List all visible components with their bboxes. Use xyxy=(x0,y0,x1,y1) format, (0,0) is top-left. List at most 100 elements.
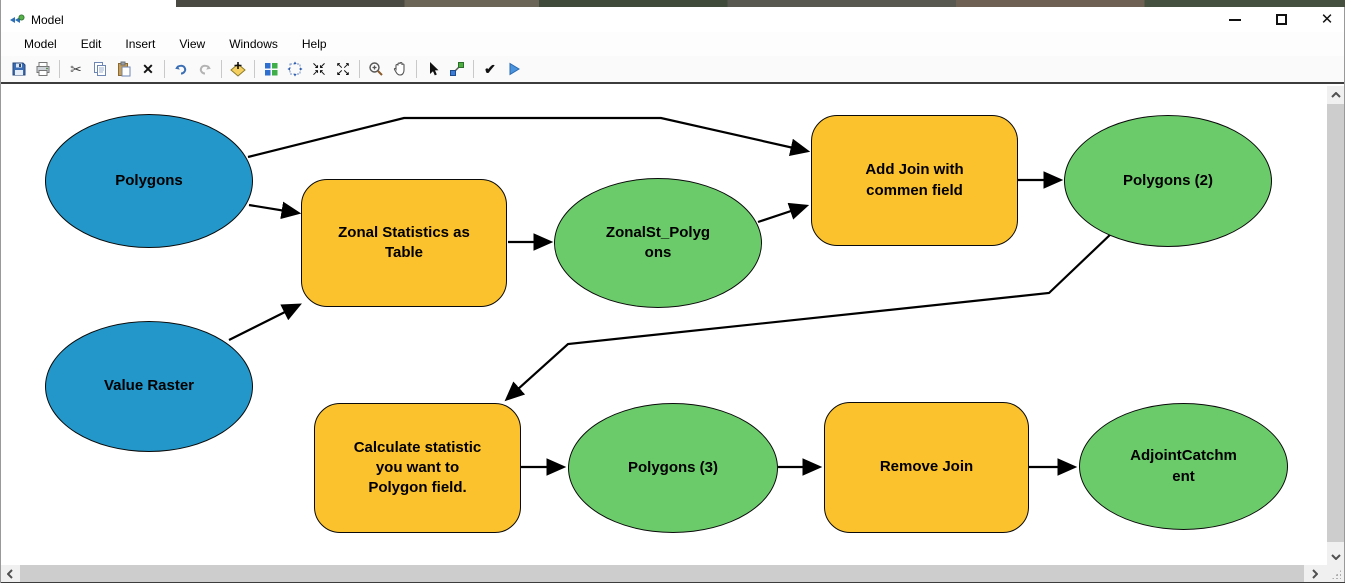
menu-windows[interactable]: Windows xyxy=(229,37,278,51)
node-label: Polygons (3) xyxy=(627,458,718,476)
close-button[interactable]: ✕ xyxy=(1318,11,1336,29)
close-icon: ✕ xyxy=(1320,11,1334,28)
scroll-left-button[interactable] xyxy=(1,565,18,582)
edge-zonalst-polygons-to-add-join[interactable] xyxy=(757,202,810,224)
node-label: ZonalSt_Polyg ons xyxy=(605,223,711,261)
node-label: Remove Join xyxy=(879,458,974,476)
maximize-button[interactable] xyxy=(1272,11,1290,29)
undo-icon xyxy=(175,64,187,75)
node-label: Calculate statistic you want to Polygon … xyxy=(353,438,482,497)
node-polygons[interactable]: Polygons xyxy=(45,114,253,248)
edge-polygons-2-to-calculate[interactable] xyxy=(504,231,1114,402)
scroll-right-button[interactable] xyxy=(1306,565,1323,582)
chevron-down-icon xyxy=(1330,553,1341,560)
horizontal-scrollbar[interactable] xyxy=(1,565,1323,582)
zoom-in-icon xyxy=(369,62,383,76)
toolbar-separator xyxy=(416,60,417,78)
full-extent-icon xyxy=(287,61,303,77)
add-data-icon xyxy=(230,62,246,77)
vertical-scrollbar-thumb[interactable] xyxy=(1327,104,1344,542)
node-adjoint-catchment[interactable]: AdjointCatchm ent xyxy=(1079,403,1288,530)
menu-model[interactable]: Model xyxy=(24,37,57,51)
horizontal-scrollbar-thumb[interactable] xyxy=(20,565,1304,582)
full-extent-button[interactable] xyxy=(283,57,307,81)
node-add-join[interactable]: Add Join with commen field xyxy=(811,115,1018,246)
run-button[interactable] xyxy=(502,57,526,81)
auto-layout-button[interactable] xyxy=(259,57,283,81)
paste-icon xyxy=(118,61,131,77)
paste-button[interactable] xyxy=(112,57,136,81)
modelbuilder-app-icon xyxy=(10,14,25,23)
redo-button[interactable] xyxy=(193,57,217,81)
minimize-icon xyxy=(1229,18,1241,21)
menu-help[interactable]: Help xyxy=(301,37,327,51)
node-label: Add Join with commen field xyxy=(865,161,964,199)
node-zonal-stats[interactable]: Zonal Statistics as Table xyxy=(301,179,507,307)
connect-icon xyxy=(450,62,464,76)
toolbar-separator xyxy=(221,60,222,78)
delete-icon: ✕ xyxy=(142,61,154,77)
redo-icon xyxy=(199,64,211,75)
menu-edit[interactable]: Edit xyxy=(80,37,102,51)
toolbar-separator xyxy=(254,60,255,78)
connect-button[interactable] xyxy=(445,57,469,81)
delete-button[interactable]: ✕ xyxy=(136,57,160,81)
add-data-button[interactable] xyxy=(226,57,250,81)
node-label: AdjointCatchm ent xyxy=(1130,447,1237,485)
edges-layer xyxy=(228,116,1114,476)
node-remove-join[interactable]: Remove Join xyxy=(824,402,1029,533)
pan-icon xyxy=(393,62,405,76)
node-zonalst-polygons[interactable]: ZonalSt_Polyg ons xyxy=(554,178,762,308)
chevron-up-icon xyxy=(1330,91,1341,98)
node-calculate[interactable]: Calculate statistic you want to Polygon … xyxy=(314,403,521,533)
print-button[interactable] xyxy=(31,57,55,81)
print-icon xyxy=(36,62,50,76)
auto-layout-icon xyxy=(265,63,278,76)
edge-value-raster-to-zonal-stats[interactable] xyxy=(228,303,302,341)
toolbar-separator xyxy=(473,60,474,78)
pan-button[interactable] xyxy=(388,57,412,81)
window-title: Model xyxy=(31,12,64,27)
undo-button[interactable] xyxy=(169,57,193,81)
toolbar-separator xyxy=(359,60,360,78)
save-button[interactable] xyxy=(7,57,31,81)
cut-button[interactable]: ✂ xyxy=(64,57,88,81)
node-polygons-2[interactable]: Polygons (2) xyxy=(1064,115,1272,247)
resize-grip-icon[interactable] xyxy=(1332,570,1341,579)
scroll-down-button[interactable] xyxy=(1327,548,1344,565)
desktop-background-sliver xyxy=(1,0,1345,7)
edge-polygons-to-zonal-stats[interactable] xyxy=(248,201,302,220)
toolbar: ✂ ✕ xyxy=(1,56,1344,84)
validate-icon: ✔ xyxy=(484,61,496,77)
vertical-scrollbar[interactable] xyxy=(1327,86,1344,565)
validate-button[interactable]: ✔ xyxy=(478,57,502,81)
minimize-button[interactable] xyxy=(1226,11,1244,29)
chevron-left-icon xyxy=(6,568,13,579)
node-value-raster[interactable]: Value Raster xyxy=(45,321,253,452)
menu-insert[interactable]: Insert xyxy=(125,37,156,51)
select-icon xyxy=(430,62,439,76)
fixed-zoom-out-button[interactable]: ↖↗↙↘ xyxy=(331,57,355,81)
copy-button[interactable] xyxy=(88,57,112,81)
node-label: Polygons (2) xyxy=(1122,171,1213,189)
node-polygons-3[interactable]: Polygons (3) xyxy=(568,403,778,533)
scroll-up-button[interactable] xyxy=(1327,86,1344,103)
edge-polygons-to-add-join[interactable] xyxy=(247,116,811,159)
node-label: Zonal Statistics as Table xyxy=(338,223,470,261)
menu-bar: Model Edit Insert View Windows Help xyxy=(1,32,1344,56)
title-bar: Model ✕ xyxy=(1,7,1344,32)
maximize-icon xyxy=(1275,14,1287,25)
run-icon xyxy=(509,62,520,76)
fixed-zoom-in-button[interactable]: ↘↙↗↖ xyxy=(307,57,331,81)
toolbar-separator xyxy=(164,60,165,78)
node-label: Polygons xyxy=(115,171,183,189)
toolbar-separator xyxy=(59,60,60,78)
menu-view[interactable]: View xyxy=(179,37,206,51)
zoom-in-button[interactable] xyxy=(364,57,388,81)
select-button[interactable] xyxy=(421,57,445,81)
copy-icon xyxy=(94,62,106,76)
chevron-right-icon xyxy=(1311,568,1318,579)
cut-icon: ✂ xyxy=(70,61,82,77)
